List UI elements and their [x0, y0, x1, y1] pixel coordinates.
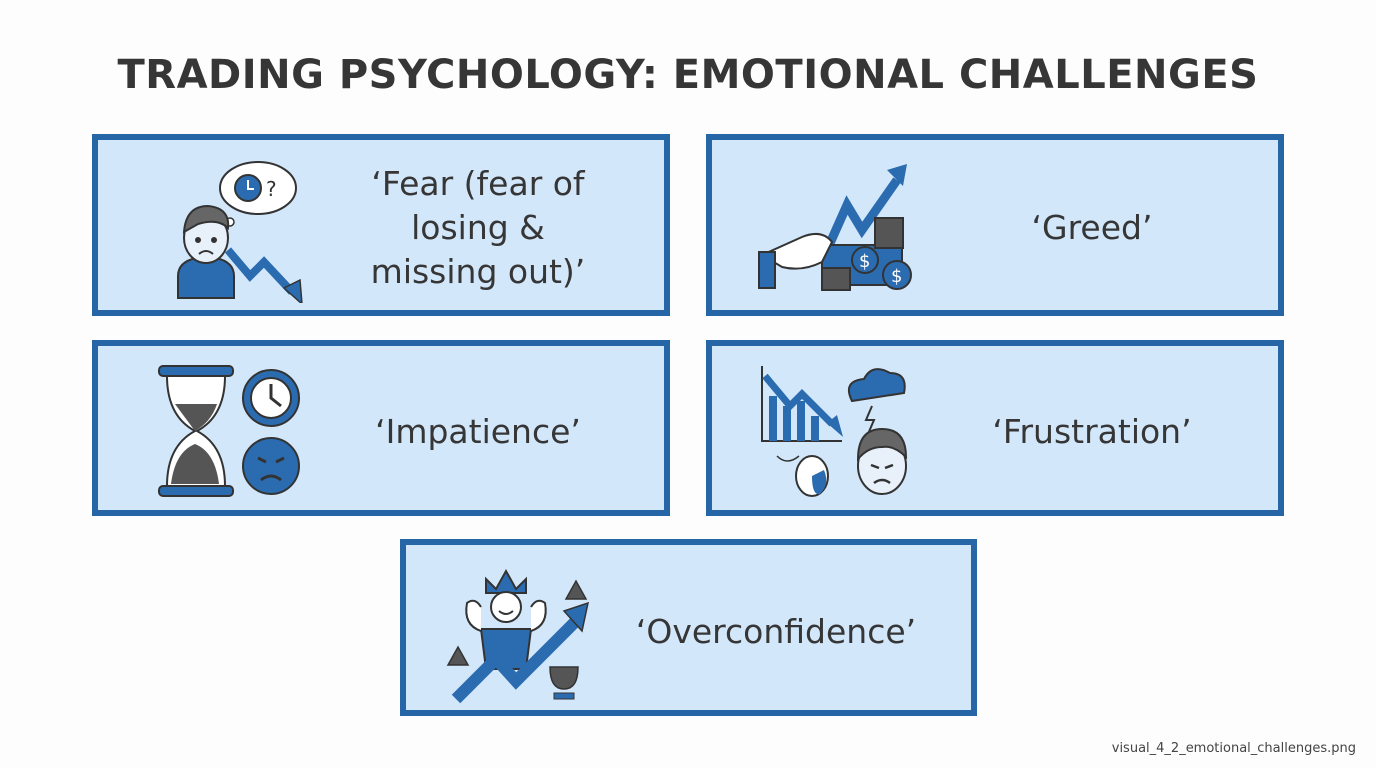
svg-text:$: $	[859, 251, 870, 272]
label-line: losing &	[411, 208, 545, 247]
card-label: ‘Overconfidence’	[635, 612, 917, 651]
label-line: missing out)’	[370, 252, 586, 291]
svg-text:$: $	[891, 266, 902, 287]
card-fear: ? ‘Fear (fear of losing & missing out)’	[92, 134, 670, 316]
crowned-person-rising-arrow-icon	[446, 568, 590, 704]
card-label: ‘Impatience’	[375, 412, 581, 451]
filename-caption: visual_4_2_emotional_challenges.png	[1111, 741, 1356, 756]
card-label: ‘Fear (fear of losing & missing out)’	[328, 162, 628, 294]
label-line: ‘Fear (fear of	[371, 164, 585, 203]
card-label: ‘Greed’	[1031, 208, 1153, 247]
card-impatience: ‘Impatience’	[92, 340, 670, 516]
card-overconfidence: ‘Overconfidence’	[400, 539, 977, 716]
card-label: ‘Frustration’	[992, 412, 1192, 451]
anxious-person-falling-chart-icon: ?	[177, 161, 303, 303]
card-greed: $ $ ‘Greed’	[706, 134, 1284, 316]
hourglass-clock-angry-icon	[158, 365, 300, 497]
page-title: TRADING PSYCHOLOGY: EMOTIONAL CHALLENGES	[117, 52, 1259, 98]
falling-chart-storm-angry-icon	[761, 366, 908, 497]
hand-grabbing-money-icon: $ $	[758, 164, 912, 291]
svg-text:?: ?	[266, 177, 277, 201]
card-frustration: ‘Frustration’	[706, 340, 1284, 516]
